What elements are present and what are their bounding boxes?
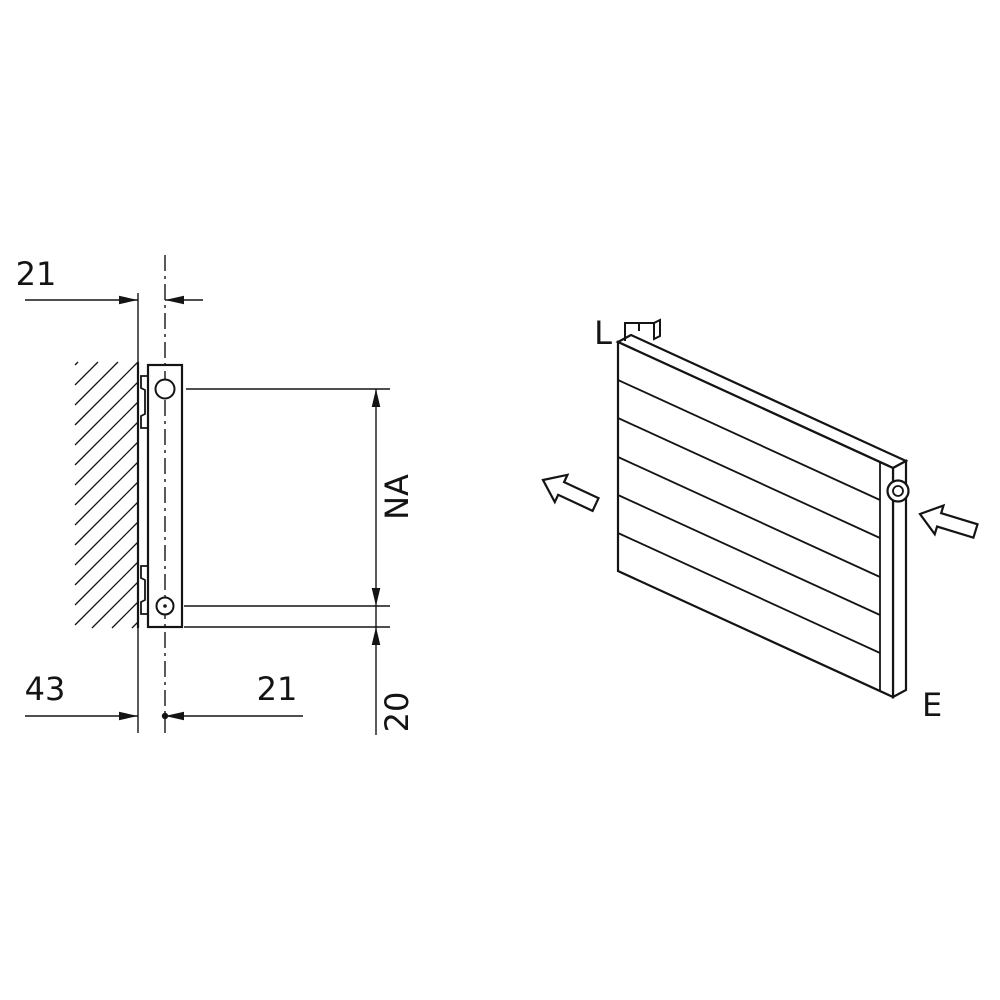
label-l: L <box>594 314 612 352</box>
flow-arrow-outline <box>541 473 600 513</box>
hatch-line <box>74 361 79 366</box>
hatch-line <box>74 361 99 386</box>
hatch-line <box>111 601 139 629</box>
bottom-port-center-dot <box>163 604 167 608</box>
dim-arrow <box>165 711 184 721</box>
slat-line <box>617 532 881 654</box>
slat-line <box>617 494 881 616</box>
iso-view: L E <box>541 314 979 724</box>
dimension-top: 21 <box>16 255 203 305</box>
top-port-circle <box>154 378 176 400</box>
dimension-20: 20 <box>371 627 416 733</box>
hatch-line <box>74 541 139 606</box>
hatch-line <box>74 461 139 526</box>
dim-arrow <box>119 295 138 305</box>
hatch-line <box>74 521 139 586</box>
flow-arrow-left <box>541 473 600 513</box>
wall-bracket-top <box>140 375 148 429</box>
hatch-line <box>91 581 139 629</box>
hanging-lug <box>624 318 661 341</box>
hatch-line <box>74 481 139 546</box>
connection-port-inner <box>892 485 904 497</box>
dim-arrow <box>371 588 381 606</box>
hatch-line <box>74 441 139 506</box>
dimension-bottom: 43 21 <box>25 670 303 721</box>
dimension-na: NA <box>371 389 416 735</box>
dim-label-na: NA <box>378 474 416 520</box>
slat-line <box>617 456 881 578</box>
dim-arrow <box>119 711 138 721</box>
lug-side-face <box>653 318 661 341</box>
slat-line <box>617 417 881 539</box>
dim-arrow <box>371 389 381 407</box>
dim-reference-dot <box>161 712 169 720</box>
dim-arrow <box>371 627 381 645</box>
dim-arrow <box>165 295 184 305</box>
hatch-line <box>74 401 139 466</box>
wall-bracket-bottom <box>140 565 148 615</box>
dim-label-21-bottom: 21 <box>257 670 298 708</box>
dim-label-top: 21 <box>16 255 57 293</box>
flow-arrow-right <box>918 503 979 540</box>
label-e: E <box>922 686 942 724</box>
slat-line <box>617 379 881 501</box>
hatch-line <box>74 421 139 486</box>
hatch-line <box>74 501 139 566</box>
side-view: 21 NA 20 43 21 <box>16 255 416 735</box>
hatch-line <box>74 361 119 406</box>
dim-label-20: 20 <box>378 692 416 733</box>
hatch-line <box>74 361 139 426</box>
flow-arrow-outline <box>918 503 979 540</box>
hatch-line <box>74 561 139 626</box>
wall-hatching <box>74 361 139 629</box>
dim-label-43: 43 <box>25 670 66 708</box>
slat-lines <box>617 379 881 654</box>
hatch-line <box>74 381 139 446</box>
